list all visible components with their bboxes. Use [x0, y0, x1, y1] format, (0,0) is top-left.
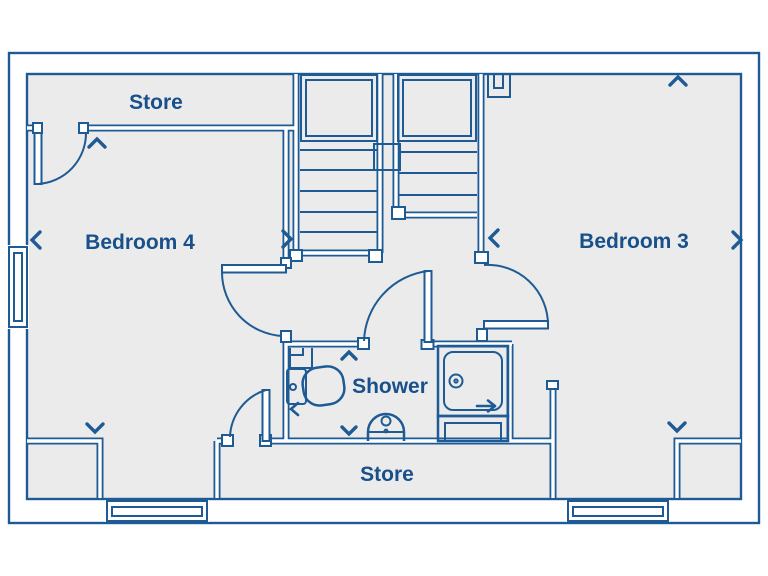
door-bedroom-3 [474, 251, 550, 342]
chevron-up [87, 136, 107, 149]
door-shower [357, 270, 435, 350]
window-bottom-right [566, 500, 670, 522]
slope-mark [289, 401, 300, 417]
door-store-top [32, 122, 89, 185]
chevron-down [667, 421, 687, 434]
chevron-markers [29, 74, 744, 437]
door-arc [229, 389, 267, 438]
door-bedroom-4 [220, 257, 292, 343]
room-label-store-top: Store [129, 91, 183, 114]
chevron-up [340, 349, 358, 361]
chevron-right [731, 230, 744, 250]
entry-arrow [475, 399, 497, 413]
room-label-bedroom-4: Bedroom 4 [85, 231, 195, 254]
chevron-right [281, 229, 294, 249]
staircase [289, 74, 477, 263]
chevron-up [668, 74, 688, 87]
window-bottom-left [105, 500, 209, 522]
window-left [6, 245, 29, 329]
door-arc [363, 270, 429, 342]
door-arc [220, 271, 283, 337]
door-arc [483, 263, 550, 326]
room-label-shower: Shower [352, 375, 428, 398]
shower-tray-icon [436, 344, 510, 443]
duct-boxing [487, 75, 511, 98]
door-store-bottom [221, 380, 559, 447]
door-arc [37, 132, 88, 185]
stair-treads [300, 149, 477, 233]
chevron-left [29, 230, 42, 250]
room-label-bedroom-3: Bedroom 3 [579, 230, 689, 253]
chevron-left [487, 228, 500, 248]
room-label-store-bottom: Store [360, 463, 414, 486]
floor-area [27, 74, 741, 499]
chevron-down [340, 425, 358, 437]
chevron-down [85, 422, 105, 435]
toilet-icon [286, 365, 346, 417]
washbasin-icon [366, 412, 406, 441]
